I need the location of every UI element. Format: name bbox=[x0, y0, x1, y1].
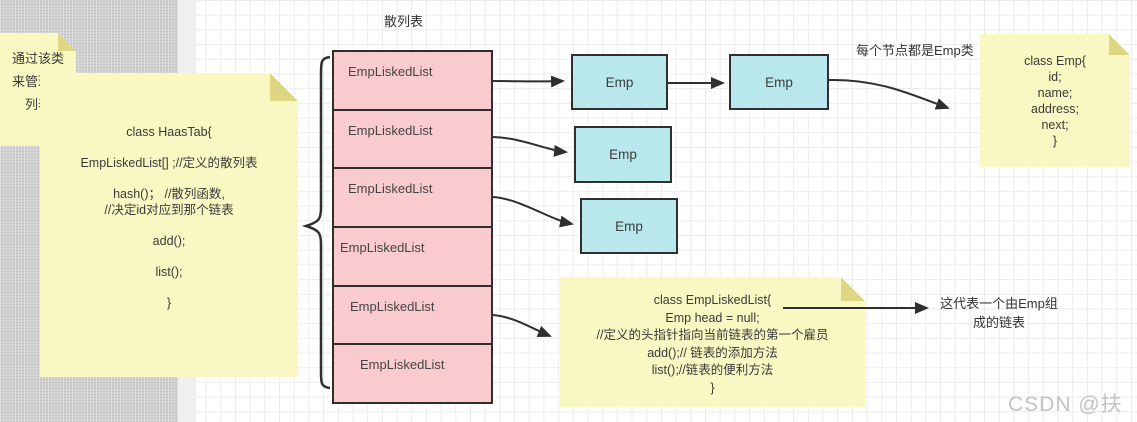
hash-table-array: EmpLiskedList EmpLiskedList EmpLiskedLis… bbox=[332, 50, 493, 404]
sticky-note-emp-text: class Emp{ id; name; address; next; } bbox=[1024, 54, 1086, 148]
arrow-row2-to-emp bbox=[492, 136, 568, 157]
hash-table-cell: EmpLiskedList bbox=[334, 108, 491, 168]
hash-table-cell: EmpLiskedList bbox=[334, 226, 491, 285]
emp-node: Emp bbox=[729, 54, 829, 110]
sticky-note-hashtab-class: class HaasTab{ EmpLiskedList[] ;//定义的散列表… bbox=[40, 73, 298, 377]
arrow-emp2-to-note bbox=[828, 78, 950, 110]
csdn-watermark: CSDN @扶凤 bbox=[1008, 393, 1123, 416]
curly-brace bbox=[301, 55, 331, 390]
emp-node: Emp bbox=[571, 54, 668, 110]
emp-linked-list-label: 这代表一个由Emp组 成的链表 bbox=[940, 296, 1058, 330]
hash-table-title: 散列表 bbox=[384, 14, 424, 29]
hash-table-cell: EmpLiskedList bbox=[334, 52, 491, 109]
hash-table-cell: EmpLiskedList bbox=[334, 284, 491, 344]
hash-table-cell: EmpLiskedList bbox=[334, 167, 491, 227]
emp-node: Emp bbox=[574, 126, 672, 183]
sticky-note-linkedlist-class: class EmpLiskedList{ Emp head = null; //… bbox=[560, 277, 865, 407]
sticky-note-linkedlist-text: class EmpLiskedList{ Emp head = null; //… bbox=[596, 293, 829, 395]
sticky-note-emp-class: class Emp{ id; name; address; next; } bbox=[980, 34, 1130, 167]
sticky-note-hashtab-text: class HaasTab{ EmpLiskedList[] ;//定义的散列表… bbox=[80, 125, 258, 310]
arrow-row3-to-emp bbox=[492, 196, 574, 228]
arrow-row5-to-note bbox=[492, 314, 552, 337]
node-is-emp-label: 每个节点都是Emp类 bbox=[856, 43, 974, 58]
emp-node: Emp bbox=[580, 198, 678, 254]
hash-table-cell: EmpLiskedList bbox=[334, 343, 491, 403]
